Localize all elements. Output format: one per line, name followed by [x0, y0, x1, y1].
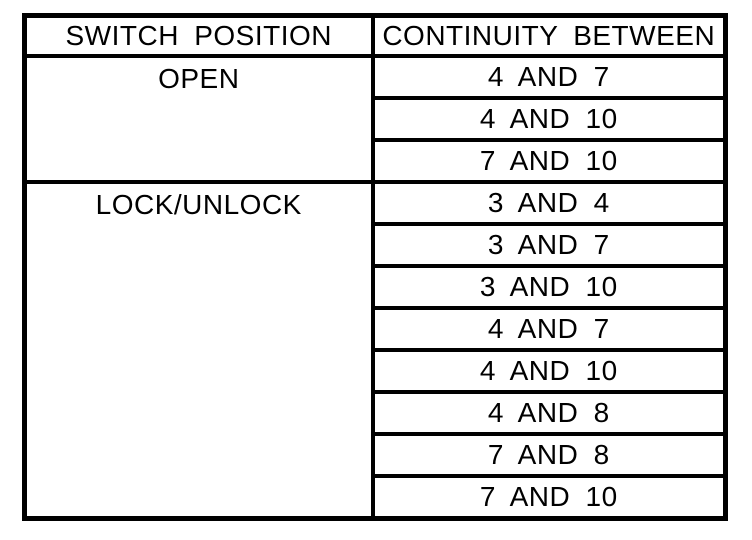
continuity-cell: 4 AND 7	[370, 54, 728, 100]
table-row: 4 AND 10	[25, 96, 728, 142]
switch-position-cell-open: OPEN	[22, 54, 375, 184]
continuity-cell: 3 AND 7	[370, 222, 728, 268]
continuity-cell: 3 AND 4	[370, 180, 728, 226]
continuity-cell: 4 AND 7	[370, 306, 728, 352]
continuity-cell: 4 AND 10	[370, 348, 728, 394]
table-row: 4 AND 8	[25, 390, 728, 436]
table-row: 7 AND 10	[25, 138, 728, 184]
continuity-cell: 7 AND 10	[370, 474, 728, 521]
continuity-cell: 3 AND 10	[370, 264, 728, 310]
continuity-table: SWITCH POSITION CONTINUITY BETWEEN OPEN …	[22, 13, 728, 521]
continuity-cell: 7 AND 10	[370, 138, 728, 184]
table-row: 4 AND 10	[25, 348, 728, 394]
continuity-cell: 4 AND 10	[370, 96, 728, 142]
table-row: 3 AND 10	[25, 264, 728, 310]
table-row: 7 AND 10	[25, 474, 728, 521]
table-row: 7 AND 8	[25, 432, 728, 478]
column-header-continuity-between: CONTINUITY BETWEEN	[370, 13, 728, 58]
table-row: 3 AND 7	[25, 222, 728, 268]
table-row: OPEN 4 AND 7	[22, 54, 728, 184]
switch-position-cell-lock-unlock: LOCK/UNLOCK	[22, 180, 375, 521]
table-row: LOCK/UNLOCK 3 AND 4	[22, 180, 728, 521]
continuity-cell: 4 AND 8	[370, 390, 728, 436]
table-row: 4 AND 7	[25, 306, 728, 352]
table-header-row: SWITCH POSITION CONTINUITY BETWEEN	[22, 13, 728, 58]
continuity-cell: 7 AND 8	[370, 432, 728, 478]
column-header-switch-position: SWITCH POSITION	[22, 13, 375, 58]
